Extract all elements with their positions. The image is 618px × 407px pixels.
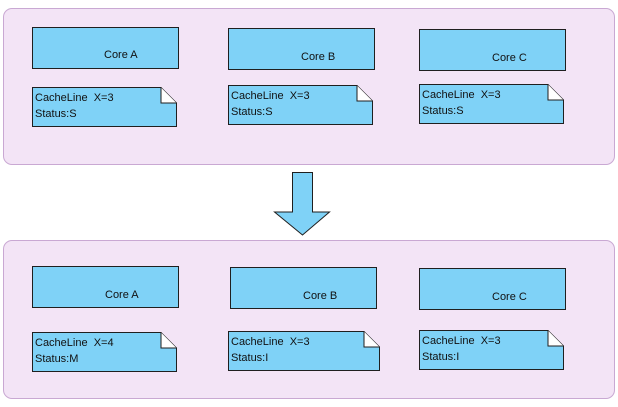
- core-a-box: Core A: [32, 27, 179, 69]
- cache-note-core-a: CacheLine X=4 Status:M: [32, 332, 177, 372]
- note-shape: [32, 332, 177, 372]
- note-shape: [419, 84, 564, 124]
- core-c-box: Core C: [419, 29, 566, 71]
- core-b-box: Core B: [230, 267, 377, 309]
- note-shape: [32, 87, 177, 127]
- cacheline-value: CacheLine X=4: [35, 337, 114, 349]
- cacheline-status: Status:S: [231, 106, 273, 118]
- core-a-label: Core A: [104, 49, 138, 61]
- core-c-label: Core C: [492, 52, 527, 64]
- core-a-box: Core A: [32, 266, 179, 308]
- core-c-box: Core C: [419, 268, 566, 310]
- cacheline-value: CacheLine X=3: [231, 336, 310, 348]
- core-b-box: Core B: [228, 28, 375, 70]
- cacheline-value: CacheLine X=3: [35, 92, 114, 104]
- cache-note-core-a: CacheLine X=3 Status:S: [32, 87, 177, 127]
- cacheline-value: CacheLine X=3: [422, 89, 501, 101]
- cacheline-status: Status:I: [422, 351, 460, 363]
- note-shape: [419, 330, 564, 370]
- cacheline-status: Status:S: [35, 108, 77, 120]
- core-c-label: Core C: [492, 291, 527, 303]
- cacheline-value: CacheLine X=3: [231, 90, 310, 102]
- cacheline-status: Status:I: [231, 352, 269, 364]
- cacheline-status: Status:S: [422, 105, 464, 117]
- cacheline-value: CacheLine X=3: [422, 335, 501, 347]
- cache-note-core-b: CacheLine X=3 Status:S: [228, 85, 373, 125]
- cache-note-core-b: CacheLine X=3 Status:I: [228, 331, 380, 371]
- cache-note-core-c: CacheLine X=3 Status:S: [419, 84, 564, 124]
- down-arrow-icon: [273, 172, 331, 241]
- after-state-panel: [3, 240, 615, 399]
- cacheline-status: Status:M: [35, 353, 79, 365]
- core-b-label: Core B: [303, 290, 338, 302]
- core-a-label: Core A: [105, 289, 139, 301]
- cache-note-core-c: CacheLine X=3 Status:I: [419, 330, 564, 370]
- note-shape: [228, 331, 380, 371]
- note-shape: [228, 85, 373, 125]
- core-b-label: Core B: [301, 51, 336, 63]
